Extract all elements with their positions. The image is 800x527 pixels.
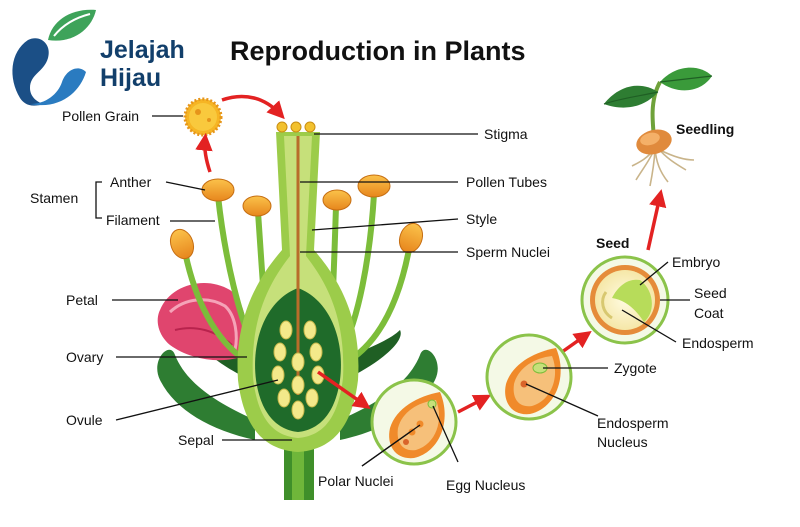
arrow-anther-to-pollen — [195, 133, 213, 173]
label-seed-coat-line1: Seed — [694, 285, 727, 301]
label-sepal: Sepal — [178, 432, 214, 448]
label-seed-coat-line2: Coat — [694, 305, 724, 321]
label-seed: Seed — [596, 235, 629, 251]
label-style: Style — [466, 211, 497, 227]
label-pollen-tubes: Pollen Tubes — [466, 174, 547, 190]
seed-zoom — [580, 255, 670, 345]
logo-line1: Jelajah — [100, 36, 185, 64]
label-endosperm-nucleus-line1: Endosperm — [597, 415, 669, 431]
arrow-pollen-to-stigma — [221, 94, 285, 120]
seedling — [603, 67, 713, 187]
leaf-left — [604, 85, 658, 108]
pollen-grain — [183, 97, 223, 137]
label-anther: Anther — [110, 174, 152, 190]
label-sperm-nuclei: Sperm Nuclei — [466, 244, 550, 260]
egg-nucleus-dot — [427, 399, 437, 409]
embryo-shape — [612, 279, 652, 322]
logo-line2: Hijau — [100, 64, 161, 92]
label-pollen-grain: Pollen Grain — [62, 108, 139, 124]
anthers — [169, 174, 424, 260]
leader-lines — [95, 115, 690, 467]
arrow-to-seed — [560, 330, 592, 354]
label-egg-nucleus: Egg Nucleus — [446, 477, 525, 493]
labels: Pollen Grain Stamen Anther Filament Peta… — [30, 108, 754, 493]
ovules — [271, 320, 325, 420]
arrow-to-seedling — [646, 189, 667, 251]
process-arrows — [195, 94, 667, 414]
label-ovary: Ovary — [66, 349, 103, 365]
sepal-left — [157, 349, 255, 440]
label-endosperm: Endosperm — [682, 335, 754, 351]
label-stigma: Stigma — [484, 126, 528, 142]
flower — [157, 121, 438, 500]
arrow-to-zygote — [457, 394, 492, 414]
label-stamen: Stamen — [30, 190, 78, 206]
label-ovule: Ovule — [66, 412, 103, 428]
leaf-wave-logo-icon — [12, 9, 96, 106]
page-title: Reproduction in Plants — [230, 36, 526, 66]
roots — [631, 147, 695, 187]
stigma — [276, 121, 316, 133]
arrow-ovule-to-zoom — [316, 370, 371, 410]
label-seedling: Seedling — [676, 121, 734, 137]
label-petal: Petal — [66, 292, 98, 308]
label-embryo: Embryo — [672, 254, 720, 270]
label-filament: Filament — [106, 212, 160, 228]
zygote-zoom — [485, 333, 573, 421]
label-zygote: Zygote — [614, 360, 657, 376]
pistil — [237, 121, 359, 452]
label-polar-nuclei: Polar Nuclei — [318, 473, 393, 489]
logo: Jelajah Hijau — [12, 9, 185, 106]
label-endosperm-nucleus-line2: Nucleus — [597, 434, 648, 450]
ovule-zoom — [370, 378, 458, 466]
